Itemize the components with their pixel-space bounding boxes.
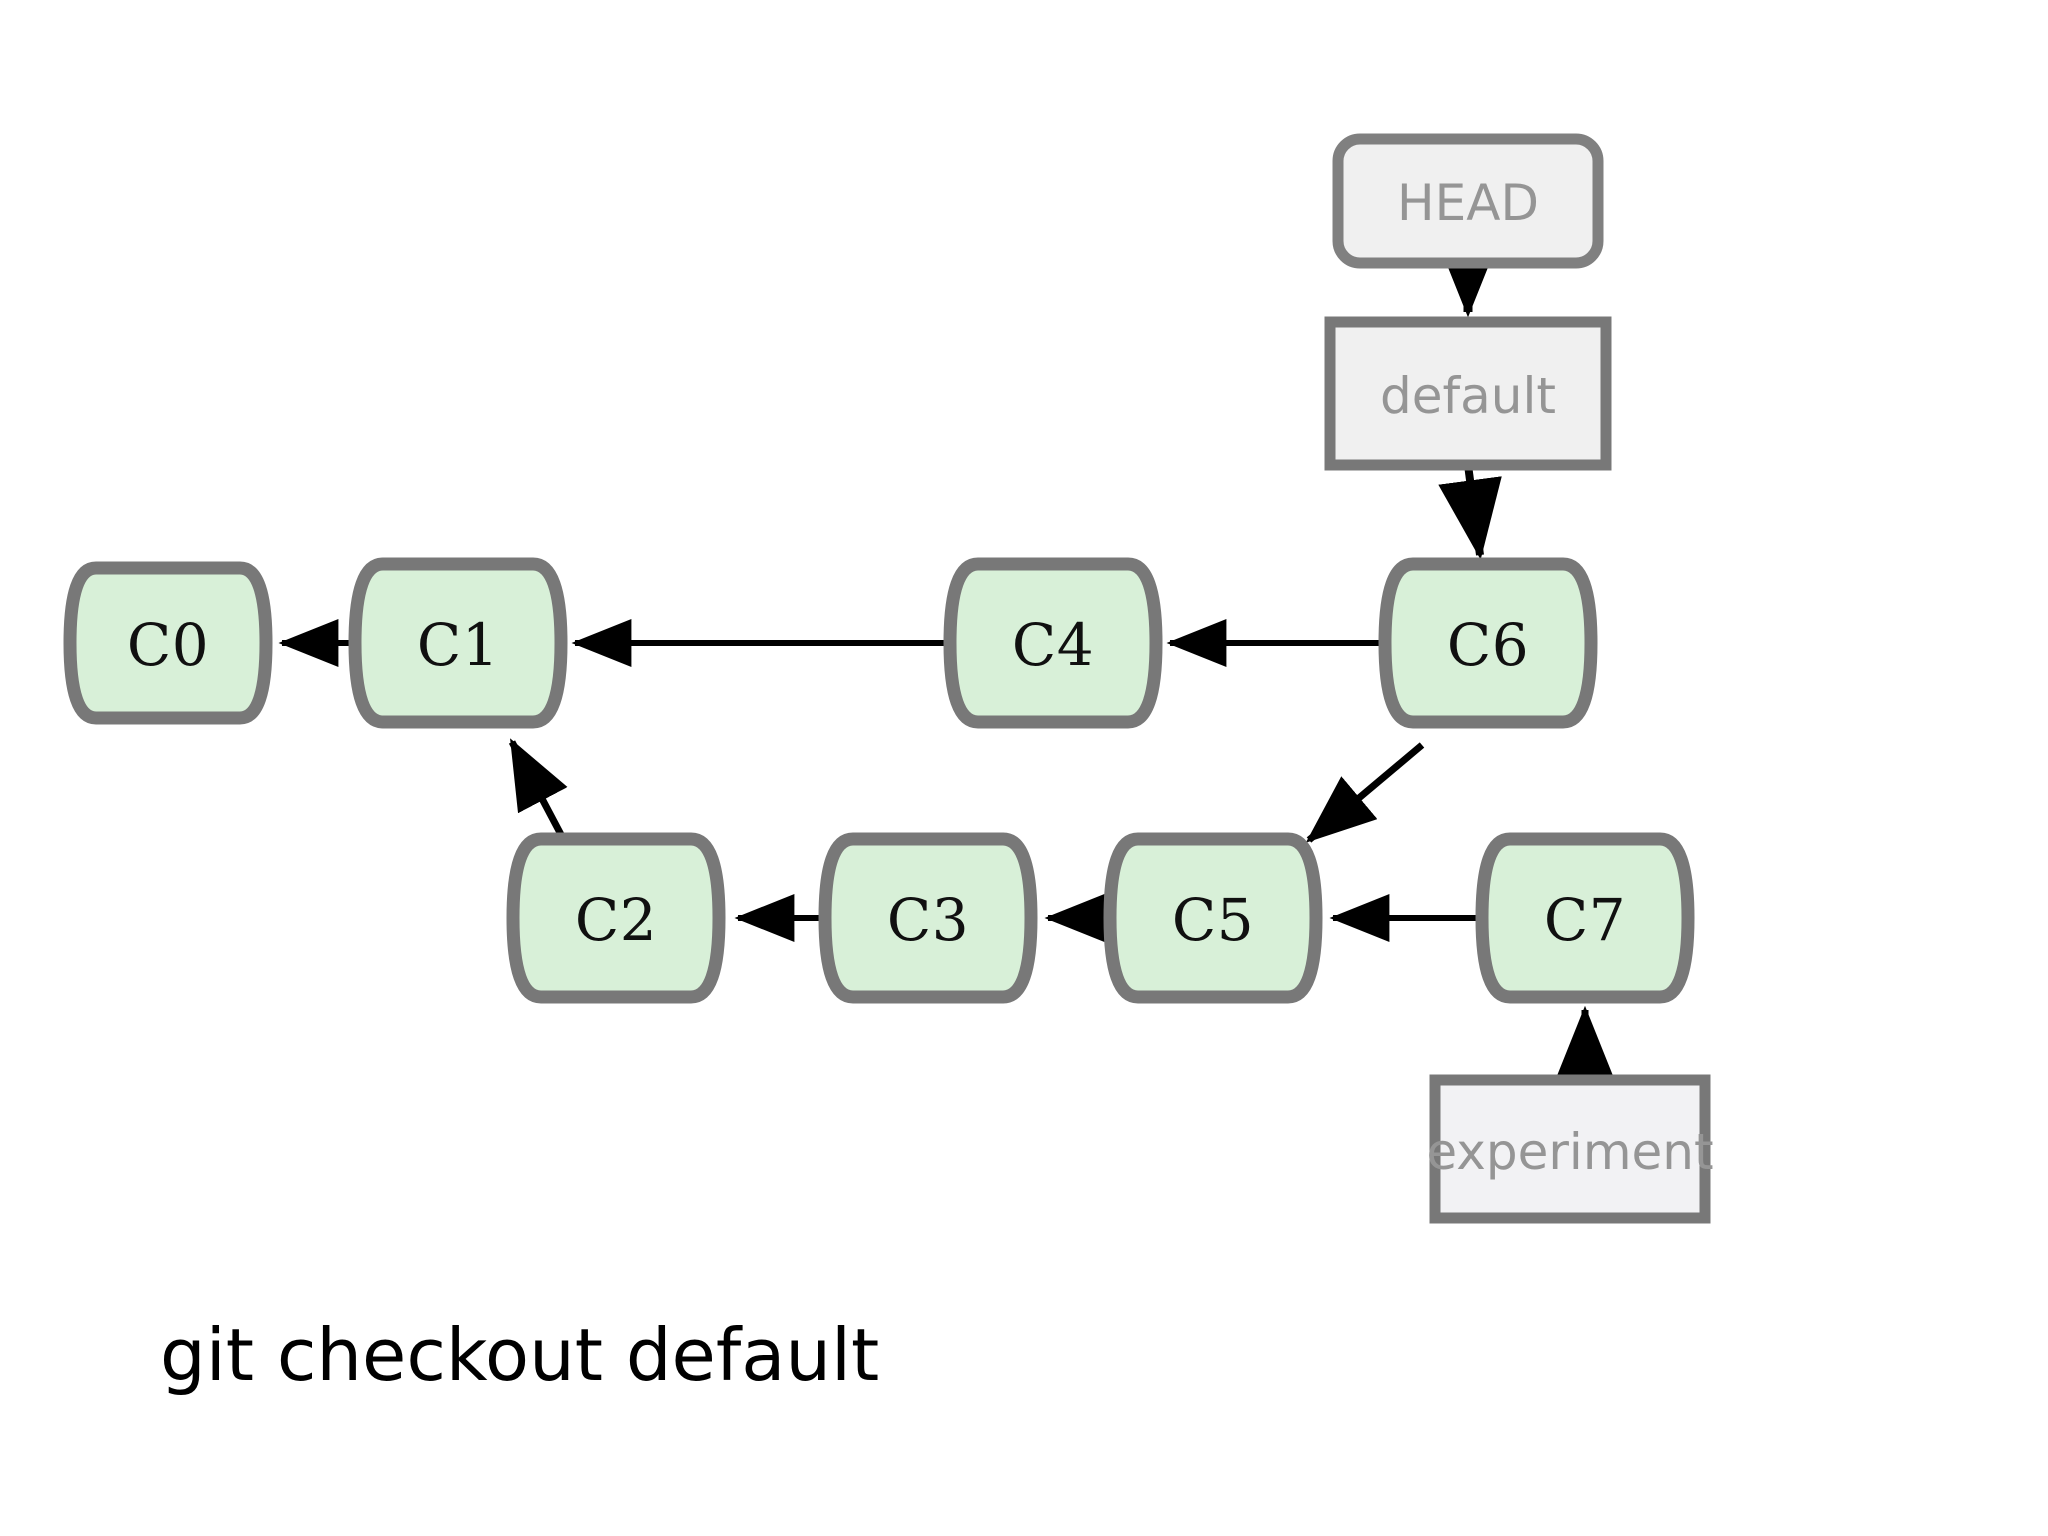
commit-shape-c1 (348, 557, 568, 729)
commit-shape-c4 (943, 557, 1163, 729)
ref-label-head: HEAD (1397, 174, 1539, 232)
commit-shape-c2 (506, 832, 726, 1004)
edge-default-to-c6 (1438, 464, 1502, 560)
commit-node-c2[interactable]: C2 (506, 832, 726, 1004)
commit-shape-c7 (1475, 832, 1695, 1004)
commit-label-c4: C4 (1012, 611, 1094, 679)
commit-label-c3: C3 (887, 886, 969, 954)
commit-node-c7[interactable]: C7 (1475, 832, 1695, 1004)
edge-c6-to-c5 (1305, 742, 1425, 843)
commit-shape-c0 (63, 561, 273, 725)
commit-shape-c3 (818, 832, 1038, 1004)
commit-label-c7: C7 (1544, 886, 1626, 954)
edge-c2-to-c1 (508, 738, 570, 846)
commit-label-c2: C2 (575, 886, 657, 954)
commit-node-c4[interactable]: C4 (943, 557, 1163, 729)
commit-label-c1: C1 (417, 611, 499, 679)
commit-node-c6[interactable]: C6 (1378, 557, 1598, 729)
commit-label-c6: C6 (1447, 611, 1529, 679)
ref-label-experiment: experiment (1426, 1123, 1713, 1181)
ref-node-head[interactable]: HEAD (1332, 133, 1604, 269)
commit-shape-c6 (1378, 557, 1598, 729)
commit-node-c1[interactable]: C1 (348, 557, 568, 729)
ref-shape-experiment (1429, 1074, 1711, 1224)
ref-shape-default (1324, 316, 1612, 471)
commit-shape-c5 (1103, 832, 1323, 1004)
ref-label-default: default (1380, 367, 1556, 425)
commit-label-c5: C5 (1172, 886, 1254, 954)
edge-layer (278, 227, 1613, 1080)
diagram-caption: git checkout default (160, 1313, 879, 1397)
commit-node-c3[interactable]: C3 (818, 832, 1038, 1004)
commit-node-c5[interactable]: C5 (1103, 832, 1323, 1004)
ref-node-default[interactable]: default (1324, 316, 1612, 471)
ref-node-experiment[interactable]: experiment (1426, 1074, 1714, 1224)
commit-label-c0: C0 (127, 611, 209, 679)
commit-node-c0[interactable]: C0 (63, 561, 273, 725)
ref-shape-head (1332, 133, 1604, 269)
